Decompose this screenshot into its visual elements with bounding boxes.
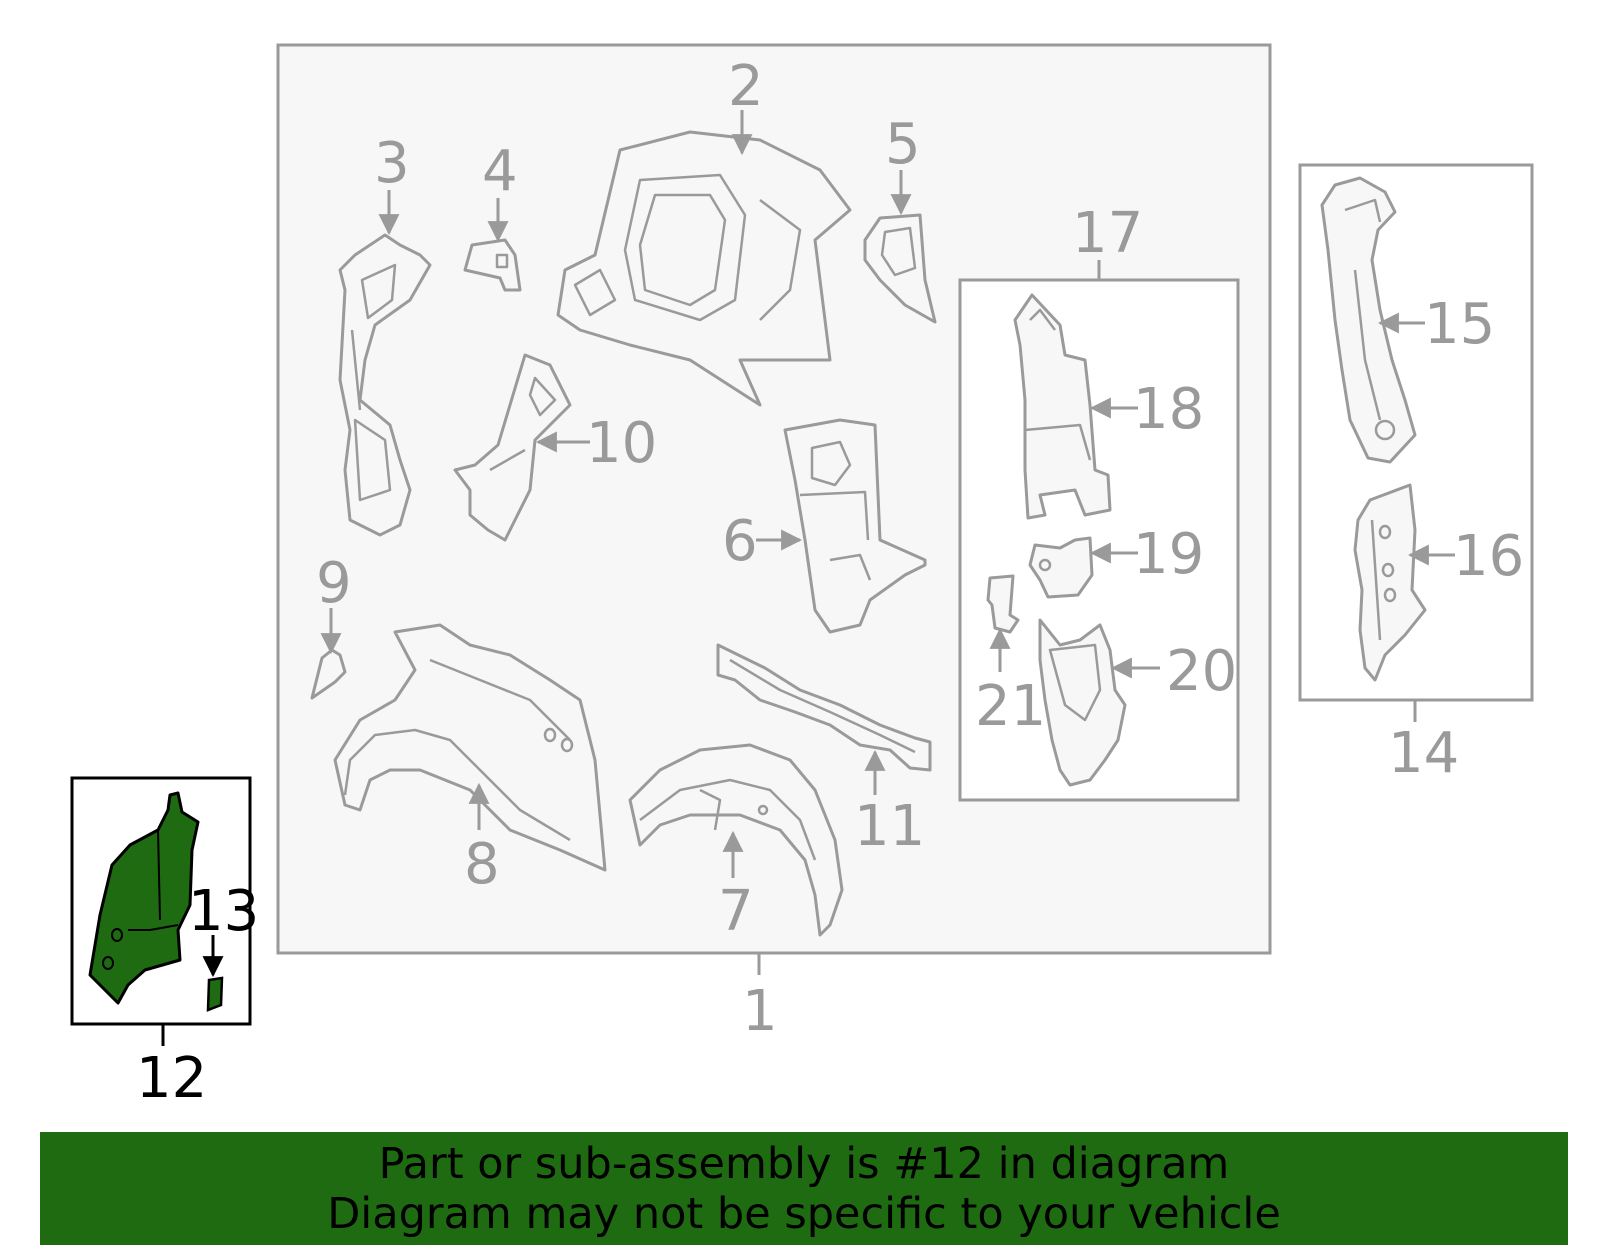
callout-5[interactable]: 5 [885, 112, 921, 177]
part-13-clip[interactable] [206, 976, 224, 1012]
callout-17[interactable]: 17 [1072, 201, 1143, 266]
callout-1[interactable]: 1 [742, 979, 778, 1044]
info-banner: Part or sub-assembly is #12 in diagram D… [40, 1132, 1568, 1245]
callout-19[interactable]: 19 [1133, 522, 1204, 587]
part-16-reinforcement[interactable] [1353, 483, 1427, 682]
part-5-bracket[interactable] [863, 213, 937, 324]
part-10-inner-bracket[interactable] [453, 353, 572, 542]
part-4-bracket[interactable] [463, 238, 522, 292]
callout-2[interactable]: 2 [728, 54, 764, 119]
banner-line-2: Diagram may not be specific to your vehi… [327, 1188, 1281, 1239]
callout-15[interactable]: 15 [1424, 292, 1495, 357]
callout-11[interactable]: 11 [854, 794, 925, 859]
callout-6[interactable]: 6 [722, 509, 758, 574]
part-2-quarter-inner-panel[interactable] [556, 130, 852, 407]
callout-12[interactable]: 12 [136, 1046, 207, 1111]
callout-3[interactable]: 3 [374, 131, 410, 196]
callout-8[interactable]: 8 [464, 832, 500, 897]
callout-10[interactable]: 10 [586, 411, 657, 476]
callout-20[interactable]: 20 [1166, 639, 1237, 704]
part-12-highlighted-pillar[interactable] [88, 791, 200, 1005]
callout-4[interactable]: 4 [482, 139, 518, 204]
callout-14[interactable]: 14 [1388, 721, 1459, 786]
callout-7[interactable]: 7 [718, 879, 754, 944]
callout-9[interactable]: 9 [316, 551, 352, 616]
part-3-pillar-reinforcement[interactable] [338, 233, 432, 537]
part-20-bracket[interactable] [1038, 618, 1127, 787]
banner-line-1: Part or sub-assembly is #12 in diagram [378, 1138, 1230, 1189]
part-6-rear-pillar-lower[interactable] [783, 418, 927, 634]
part-15-pillar[interactable] [1320, 176, 1417, 464]
callout-13[interactable]: 13 [188, 879, 259, 944]
part-7-inner-wheelhouse[interactable] [628, 743, 844, 937]
callout-18[interactable]: 18 [1133, 377, 1204, 442]
part-11-rail[interactable] [716, 643, 932, 772]
part-19-bracket[interactable] [1028, 536, 1094, 599]
part-18-panel[interactable] [1013, 293, 1112, 520]
callout-21[interactable]: 21 [975, 674, 1046, 739]
callout-16[interactable]: 16 [1453, 524, 1524, 589]
